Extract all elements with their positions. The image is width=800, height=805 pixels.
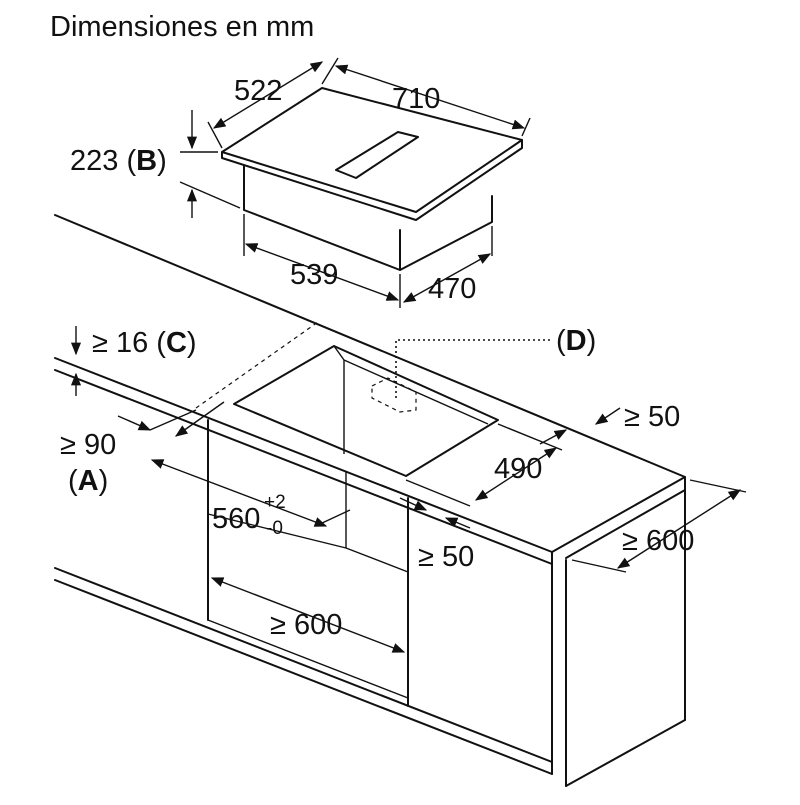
hob-width-label: 710 — [392, 83, 440, 115]
dim-front-distance — [117, 401, 225, 437]
side-distance-label: ≥ 50 — [418, 541, 474, 573]
hob-illustration — [221, 87, 523, 271]
front-distance-label: ≥ 90 — [60, 429, 116, 461]
dim-470 — [402, 226, 493, 303]
dim-worktop-depth — [571, 479, 747, 573]
dim-522 — [207, 61, 324, 149]
dim-rear-distance — [539, 407, 621, 445]
hob-body-width-label: 539 — [290, 259, 338, 291]
hob-depth-label: 522 — [234, 75, 282, 107]
title: Dimensiones en mm — [50, 11, 314, 43]
detail-ref-label: (D) — [556, 325, 596, 357]
cutout-width-tol-minus: -0 — [266, 518, 283, 539]
cutout-depth-label: 490 — [494, 453, 542, 485]
dim-539 — [243, 214, 401, 308]
hob-vent — [335, 131, 419, 179]
front-distance-ref: (A) — [68, 465, 108, 497]
worktop-thickness-label: ≥ 16 (C) — [92, 327, 197, 359]
worktop-depth-label: ≥ 600 — [622, 525, 694, 557]
dim-223 — [179, 110, 241, 218]
hob-glass-edge — [221, 139, 523, 221]
hob-body — [243, 165, 493, 271]
cutout-width-tol-plus: +2 — [264, 492, 286, 513]
worktop — [54, 214, 686, 565]
dim-side-distance — [399, 497, 471, 529]
rear-distance-label: ≥ 50 — [624, 401, 680, 433]
dim-cutout-width — [150, 459, 351, 527]
cutout — [233, 345, 499, 477]
dim-cutout-depth — [405, 423, 563, 507]
dim-cabinet-width — [210, 577, 406, 653]
hob-body-depth-label: 470 — [428, 273, 476, 305]
cutout-reference-line — [195, 321, 319, 409]
hob-height-label: 223 (B) — [70, 145, 167, 177]
cutout-width-label: 560 — [212, 503, 260, 535]
cabinet-width-label: ≥ 600 — [270, 609, 342, 641]
detail-d — [371, 339, 550, 413]
cabinet — [54, 419, 686, 787]
dim-710 — [321, 57, 531, 137]
